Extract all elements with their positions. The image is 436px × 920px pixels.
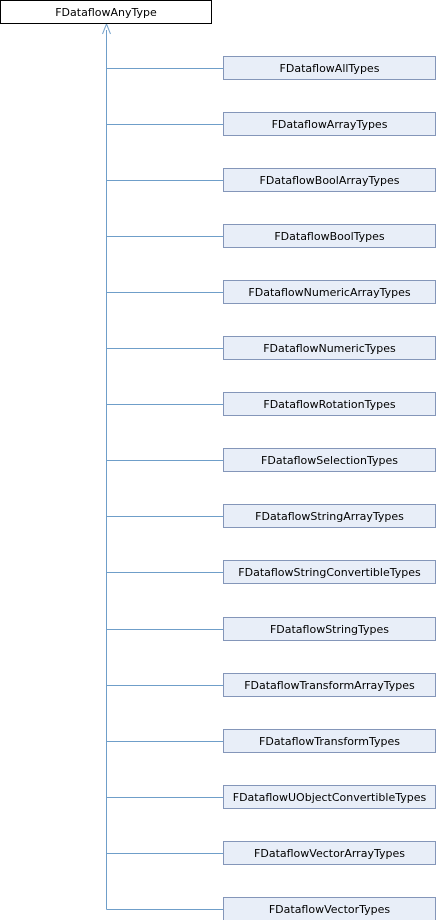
derived-class-node[interactable]: FDataflowStringArrayTypes xyxy=(223,504,436,528)
derived-class-node[interactable]: FDataflowNumericTypes xyxy=(223,336,436,360)
derived-class-node[interactable]: FDataflowBoolTypes xyxy=(223,224,436,248)
derived-class-node[interactable]: FDataflowVectorTypes xyxy=(223,897,436,920)
base-class-box xyxy=(0,0,212,24)
derived-class-label: FDataflowVectorArrayTypes xyxy=(254,847,405,860)
derived-class-label: FDataflowBoolTypes xyxy=(274,230,385,243)
derived-class-node[interactable]: FDataflowNumericArrayTypes xyxy=(223,280,436,304)
derived-class-node[interactable]: FDataflowVectorArrayTypes xyxy=(223,841,436,865)
derived-class-label: FDataflowNumericArrayTypes xyxy=(248,286,410,299)
derived-class-label: FDataflowSelectionTypes xyxy=(261,454,398,467)
derived-class-label: FDataflowNumericTypes xyxy=(263,342,396,355)
derived-class-label: FDataflowAllTypes xyxy=(280,62,380,75)
derived-class-label: FDataflowUObjectConvertibleTypes xyxy=(233,791,427,804)
derived-class-label: FDataflowRotationTypes xyxy=(263,398,396,411)
derived-class-label: FDataflowArrayTypes xyxy=(272,118,388,131)
derived-class-label: FDataflowStringConvertibleTypes xyxy=(238,566,421,579)
derived-class-node[interactable]: FDataflowStringTypes xyxy=(223,617,436,641)
derived-class-nodes: FDataflowAllTypesFDataflowArrayTypesFDat… xyxy=(223,56,436,920)
derived-class-node[interactable]: FDataflowTransformArrayTypes xyxy=(223,673,436,697)
inheritance-edges xyxy=(102,22,224,910)
derived-class-node[interactable]: FDataflowSelectionTypes xyxy=(223,448,436,472)
derived-class-label: FDataflowBoolArrayTypes xyxy=(260,174,400,187)
derived-class-node[interactable]: FDataflowTransformTypes xyxy=(223,729,436,753)
derived-class-label: FDataflowStringArrayTypes xyxy=(255,510,404,523)
base-class-label: FDataflowAnyType xyxy=(55,6,157,19)
derived-class-label: FDataflowTransformTypes xyxy=(259,735,400,748)
derived-class-label: FDataflowTransformArrayTypes xyxy=(244,679,415,692)
derived-class-node[interactable]: FDataflowUObjectConvertibleTypes xyxy=(223,785,436,809)
derived-class-node[interactable]: FDataflowArrayTypes xyxy=(223,112,436,136)
derived-class-label: FDataflowStringTypes xyxy=(270,623,389,636)
base-class-node[interactable]: FDataflowAnyType xyxy=(0,0,212,24)
derived-class-node[interactable]: FDataflowBoolArrayTypes xyxy=(223,168,436,192)
derived-class-node[interactable]: FDataflowRotationTypes xyxy=(223,392,436,416)
derived-class-node[interactable]: FDataflowStringConvertibleTypes xyxy=(223,560,436,584)
derived-class-node[interactable]: FDataflowAllTypes xyxy=(223,56,436,80)
derived-class-label: FDataflowVectorTypes xyxy=(269,903,391,916)
